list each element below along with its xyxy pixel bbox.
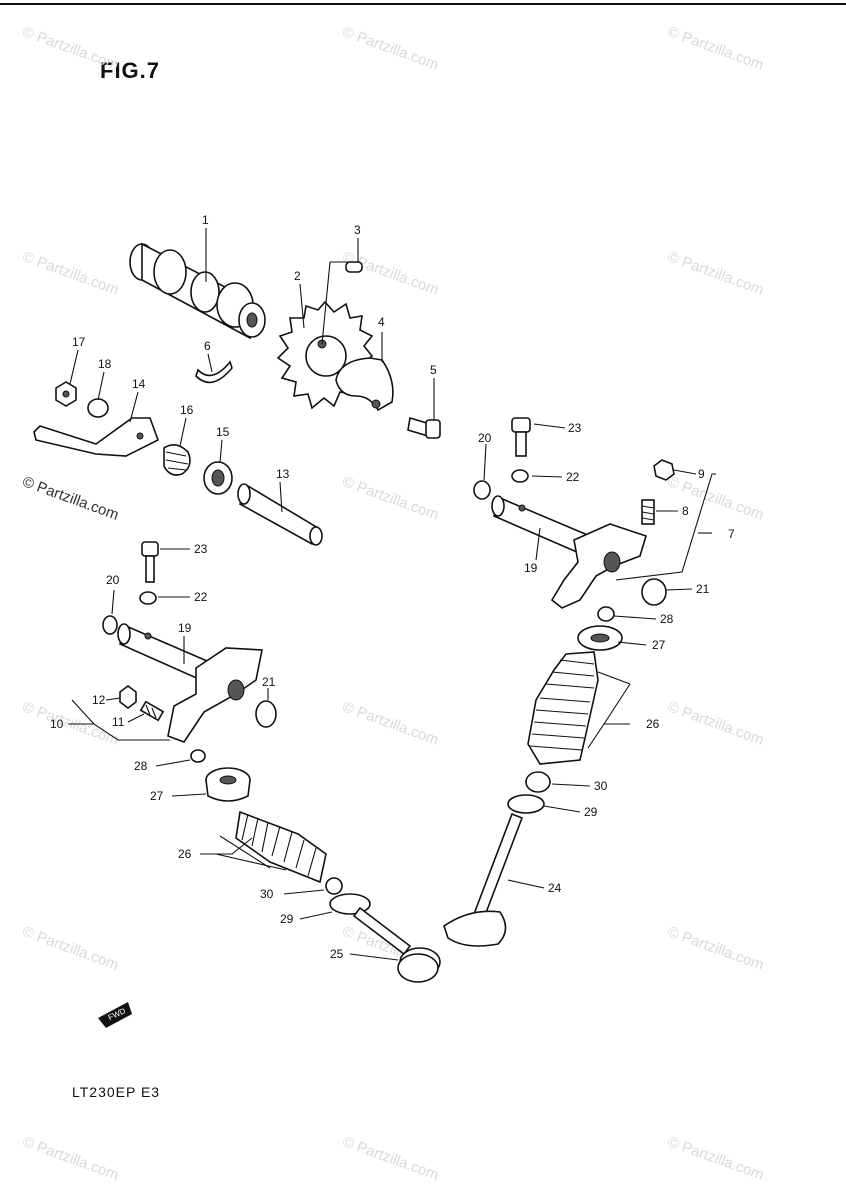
rocker-arm-bore-right: [603, 551, 621, 573]
callout-30: 30: [260, 887, 274, 901]
callout-29-right: 29: [584, 805, 598, 819]
tappet-adjuster-right: [641, 499, 655, 525]
callout-28: 28: [134, 759, 148, 773]
callout-7: 7: [728, 527, 735, 541]
rocker-shim-left: [255, 700, 277, 728]
callout-26: 26: [178, 847, 192, 861]
callout-18: 18: [98, 357, 112, 371]
rocker-shaft-bolt-left: [141, 541, 159, 583]
valve-cotter-right: [597, 606, 615, 622]
decompression-shaft: [237, 483, 323, 546]
rocker-shim-right: [641, 578, 667, 606]
valve-retainer-right: [577, 625, 623, 651]
model-code: LT230EP E3: [72, 1084, 161, 1100]
o-ring-right: [473, 480, 491, 500]
rocker-arm-bore: [227, 679, 245, 701]
valve-spring-outer-left: [235, 810, 327, 884]
callout-17: 17: [72, 335, 86, 349]
leader-lines: [68, 228, 716, 961]
callout-27: 27: [150, 789, 164, 803]
callout-30-right: 30: [594, 779, 608, 793]
rocker-shaft-bolt-right: [511, 417, 531, 457]
washer-right: [511, 469, 529, 483]
callout-25: 25: [330, 947, 344, 961]
tappet-adjuster-left: [139, 700, 165, 722]
figure-title: FIG.7: [100, 58, 161, 83]
bracket-hole: [371, 399, 381, 409]
callout-2: 2: [294, 269, 301, 283]
exhaust-valve: [352, 906, 441, 983]
callout-20-right: 20: [478, 431, 492, 445]
callout-11: 11: [112, 715, 125, 729]
callout-23-right: 23: [568, 421, 582, 435]
callout-22-right: 22: [566, 470, 580, 484]
forward-direction-arrow: FWD: [98, 1002, 132, 1028]
callout-6: 6: [204, 339, 211, 353]
callout-27-right: 27: [652, 638, 666, 652]
callout-24: 24: [548, 881, 562, 895]
callout-9: 9: [698, 467, 705, 481]
bracket-bolt: [407, 416, 441, 439]
callout-numbers: 1 2 3 4 5 6 7 8 9 10 11 12 13 14 15 16 1…: [50, 213, 735, 961]
rocker-shaft-left: [117, 623, 215, 686]
washer-left: [139, 591, 157, 605]
callout-4: 4: [378, 315, 385, 329]
callout-21-right: 21: [696, 582, 710, 596]
callout-19: 19: [178, 621, 192, 635]
tappet-locknut-right: [653, 459, 675, 481]
o-ring-left: [102, 615, 118, 635]
camshaft: [129, 242, 266, 340]
callout-21: 21: [262, 675, 276, 689]
callout-10: 10: [50, 717, 64, 731]
callout-1: 1: [202, 213, 209, 227]
rocker-arm-exhaust: [550, 523, 647, 609]
callout-14: 14: [132, 377, 146, 391]
callout-3: 3: [354, 223, 361, 237]
valve-spring-outer-right: [527, 651, 599, 765]
intake-valve: [443, 812, 524, 947]
callout-26-right: 26: [646, 717, 660, 731]
callout-5: 5: [430, 363, 437, 377]
valve-seal-left: [325, 877, 343, 895]
chain-guide-bracket: [335, 357, 394, 412]
callout-13: 13: [276, 467, 290, 481]
sprocket-pin: [345, 261, 363, 273]
washer: [87, 398, 109, 418]
valve-retainer-left: [205, 767, 251, 802]
callout-29: 29: [280, 912, 294, 926]
rocker-arm-intake: [167, 647, 263, 743]
decompression-lever: [33, 417, 159, 457]
callout-19-right: 19: [524, 561, 538, 575]
callout-23: 23: [194, 542, 208, 556]
camshaft-clip: [195, 360, 233, 384]
callout-22: 22: [194, 590, 208, 604]
valve-cotter-left: [190, 749, 206, 763]
valve-seal-right: [525, 771, 551, 793]
callout-20: 20: [106, 573, 120, 587]
callout-12: 12: [92, 693, 106, 707]
callout-28-right: 28: [660, 612, 674, 626]
spring-seat-right: [507, 794, 545, 814]
tappet-locknut-left: [119, 685, 137, 709]
callout-16: 16: [180, 403, 194, 417]
callout-8: 8: [682, 504, 689, 518]
callout-15: 15: [216, 425, 230, 439]
